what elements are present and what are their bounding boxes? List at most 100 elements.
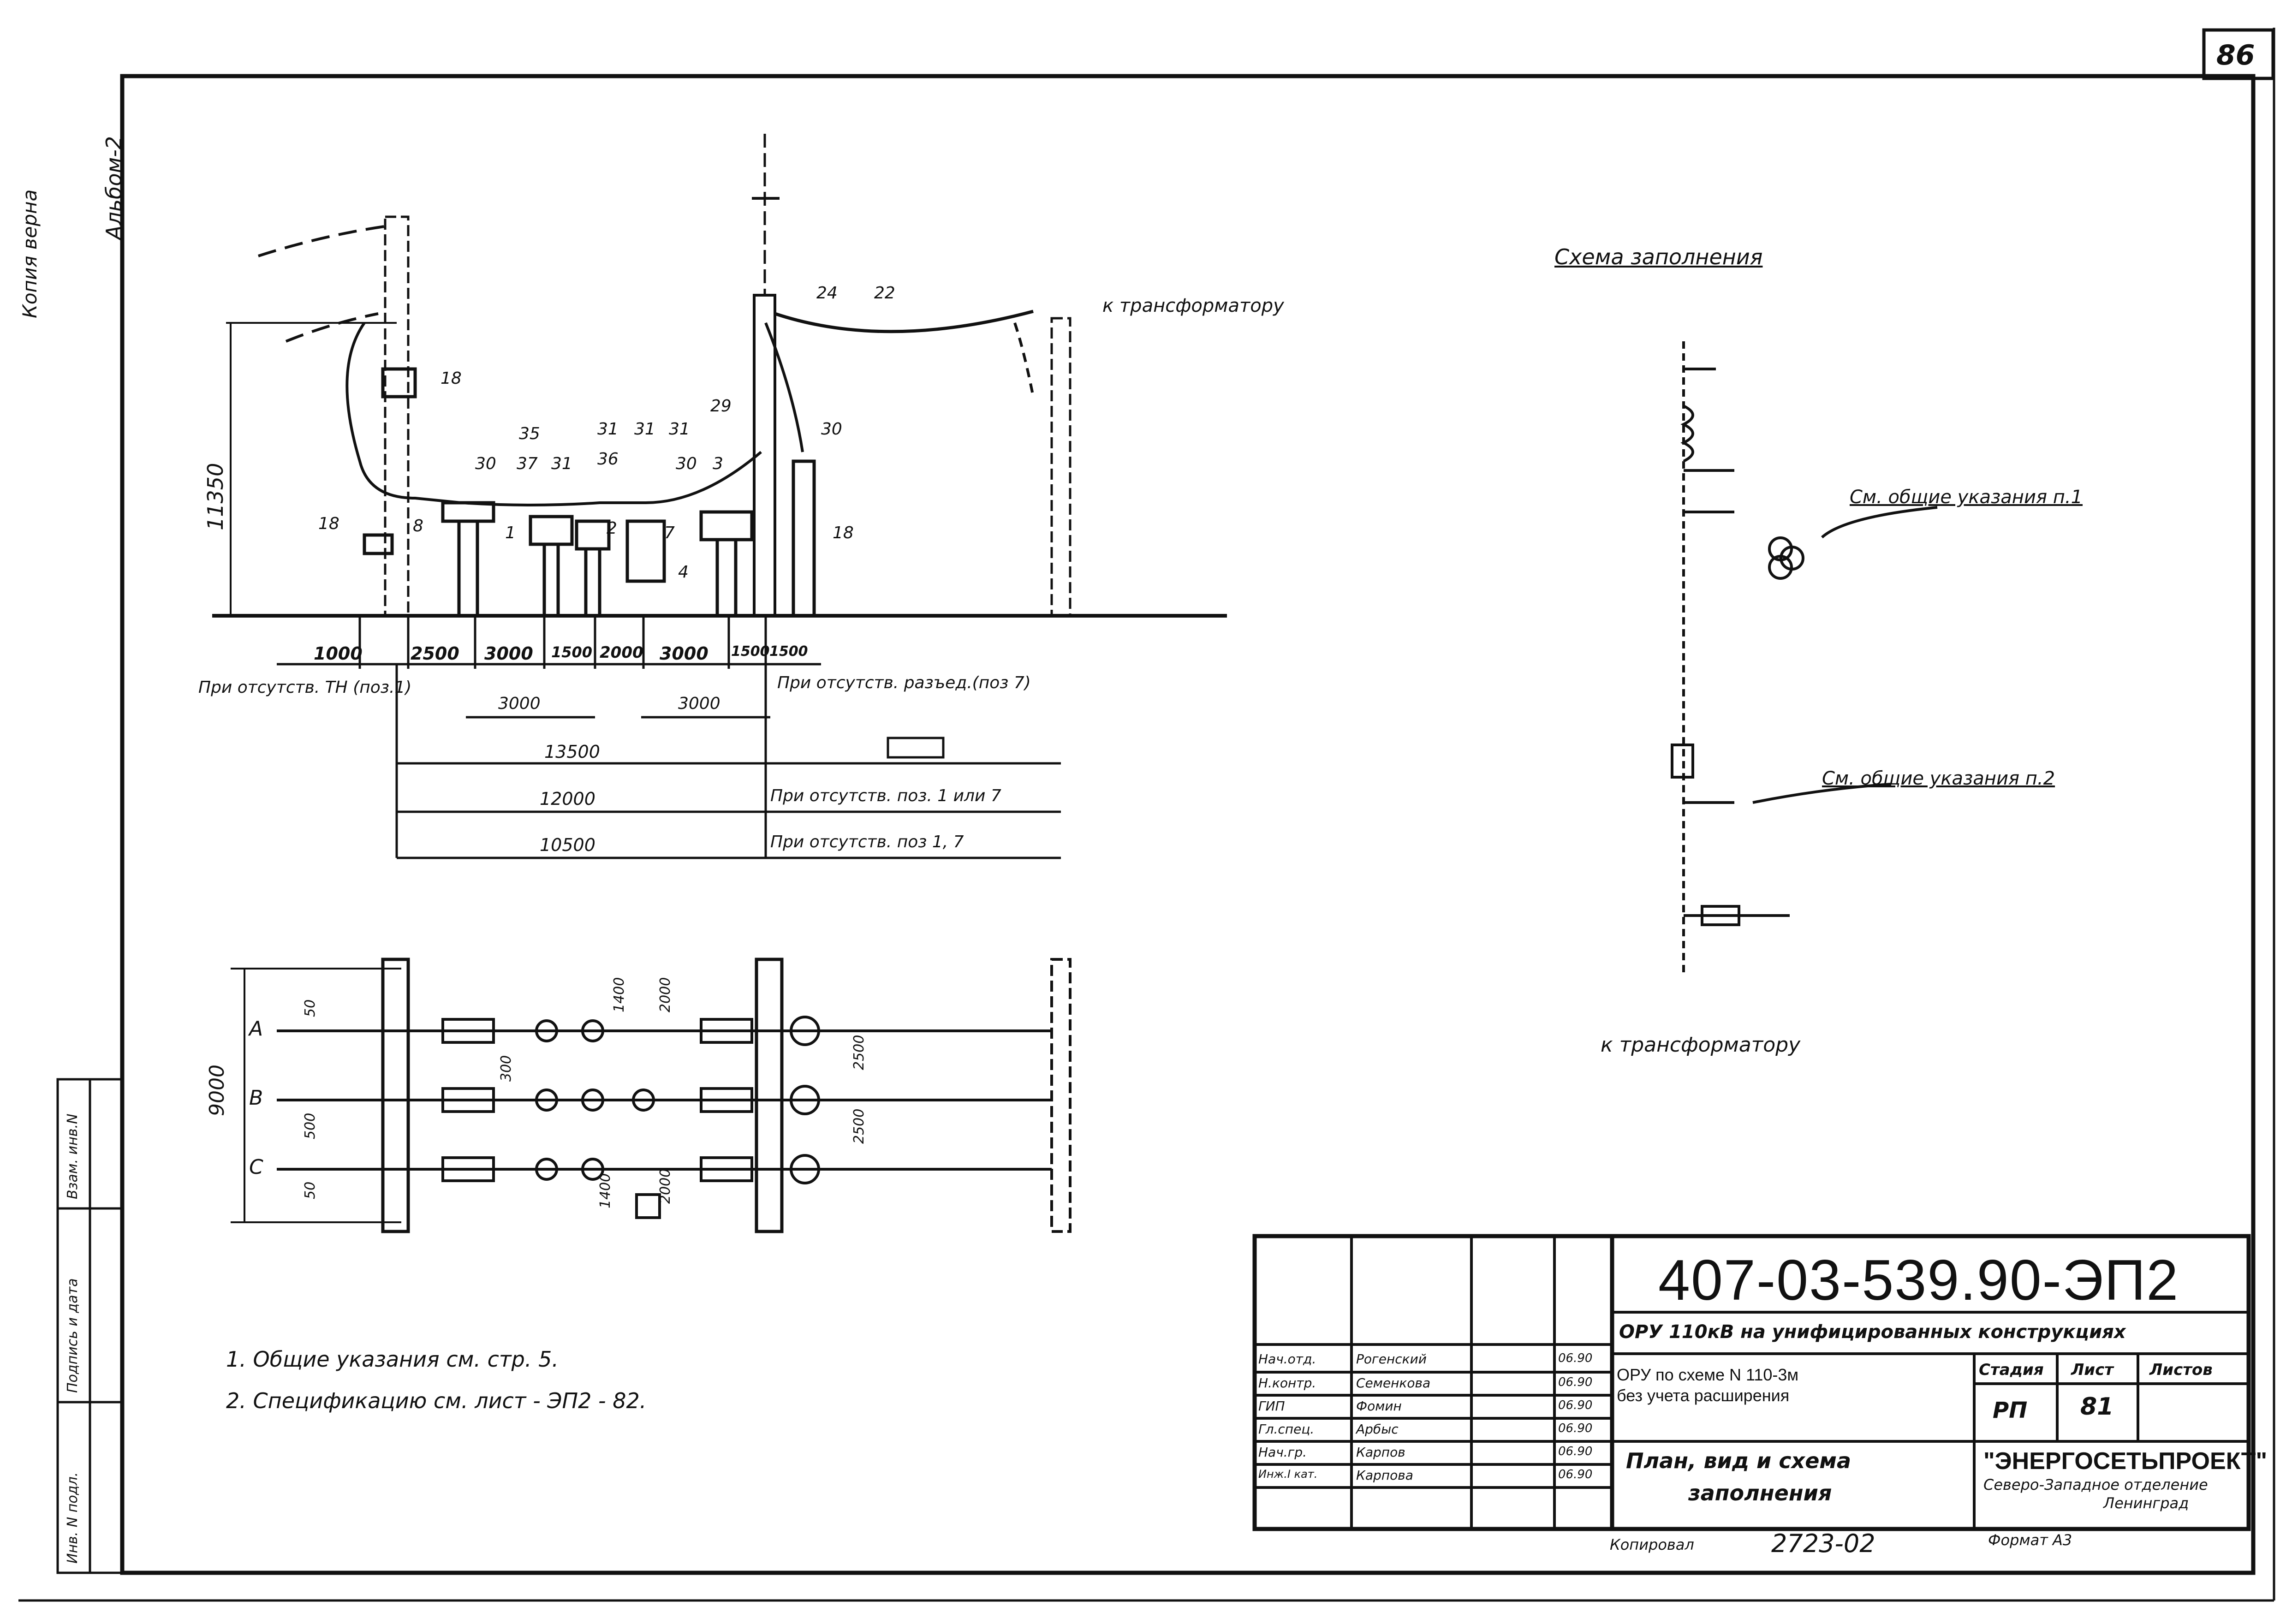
stamp-replaced-inv: Взам. инв.N bbox=[65, 1113, 81, 1199]
description-1: ОРУ по схеме N 110-3м bbox=[1617, 1365, 1799, 1384]
role-2: Н.контр. bbox=[1258, 1375, 1316, 1391]
sheet-header: Лист bbox=[2071, 1361, 2113, 1379]
note-no-disconnector: При отсутств. разъед.(поз 7) bbox=[777, 673, 1031, 692]
pos-30-c: 30 bbox=[821, 420, 842, 439]
pos-31-c: 31 bbox=[634, 420, 655, 439]
pos-31-d: 31 bbox=[669, 420, 690, 439]
pos-30-b: 30 bbox=[676, 454, 697, 473]
elevation-view bbox=[212, 134, 1227, 859]
title-block-grid bbox=[1252, 1234, 2251, 1531]
org-branch: Северо-Западное отделение bbox=[1983, 1476, 2208, 1493]
note-no-vt: При отсутств. ТН (поз.1) bbox=[198, 678, 412, 697]
plan-dim-1400-a: 1400 bbox=[611, 977, 627, 1012]
pos-31-a: 31 bbox=[551, 454, 572, 473]
pos-7: 7 bbox=[664, 523, 675, 542]
dim-2000: 2000 bbox=[600, 643, 643, 662]
format-label: Формат А3 bbox=[1988, 1531, 2072, 1549]
page-number-box bbox=[2202, 28, 2275, 80]
inventory-number: 2723-02 bbox=[1771, 1529, 1875, 1558]
page-number: 86 bbox=[2216, 39, 2255, 71]
pos-18-a: 18 bbox=[318, 514, 339, 533]
note-12000: При отсутств. поз. 1 или 7 bbox=[770, 786, 1001, 805]
scheme-title: Схема заполнения bbox=[1554, 244, 1763, 269]
dim-3000: 3000 bbox=[484, 643, 533, 664]
plan-dim-2500-b: 2500 bbox=[851, 1108, 867, 1144]
pos-1: 1 bbox=[505, 523, 516, 542]
dim-2500: 2500 bbox=[411, 643, 459, 664]
date-2: 06.90 bbox=[1558, 1375, 1593, 1389]
date-1: 06.90 bbox=[1558, 1351, 1593, 1365]
dim-10500: 10500 bbox=[540, 835, 595, 855]
dim-1500: 1500 bbox=[551, 643, 593, 661]
copied-label: Копировал bbox=[1610, 1536, 1694, 1553]
phase-b: B bbox=[249, 1086, 263, 1110]
date-6: 06.90 bbox=[1558, 1468, 1593, 1481]
sheet-title-2: заполнения bbox=[1688, 1481, 1832, 1505]
sheets-header: Листов bbox=[2149, 1361, 2213, 1379]
plan-dim-2500-a: 2500 bbox=[851, 1035, 867, 1070]
name-6: Карпова bbox=[1356, 1468, 1413, 1483]
note-10500: При отсутств. поз 1, 7 bbox=[770, 833, 964, 851]
plan-view bbox=[231, 958, 1072, 1233]
pos-8: 8 bbox=[413, 517, 423, 535]
dim-3000-b: 3000 bbox=[660, 643, 708, 664]
height-dimension: 11350 bbox=[203, 463, 228, 530]
pos-29: 29 bbox=[710, 397, 732, 416]
stamp-inv-no: Инв. N подл. bbox=[65, 1472, 81, 1564]
dim-1000: 1000 bbox=[314, 643, 363, 664]
pos-18-c: 18 bbox=[833, 523, 854, 542]
date-4: 06.90 bbox=[1558, 1422, 1593, 1435]
document-code: 407-03-539.90-ЭП2 bbox=[1658, 1249, 2179, 1312]
plan-dim-2000-a: 2000 bbox=[657, 977, 673, 1012]
dim-1500-b: 1500 bbox=[731, 643, 770, 660]
date-3: 06.90 bbox=[1558, 1398, 1593, 1412]
description-2: без учета расширения bbox=[1617, 1386, 1790, 1405]
name-2: Семенкова bbox=[1356, 1375, 1431, 1391]
stage-value: РП bbox=[1993, 1398, 2028, 1423]
plan-dim-50-b: 50 bbox=[302, 1181, 318, 1199]
object-name: ОРУ 110кВ на унифицированных конструкция… bbox=[1619, 1321, 2126, 1343]
note-2: 2. Спецификацию см. лист - ЭП2 - 82. bbox=[226, 1388, 647, 1413]
org-name: "ЭНЕРГОСЕТЬПРОЕКТ" bbox=[1983, 1448, 2268, 1475]
role-1: Нач.отд. bbox=[1258, 1351, 1316, 1367]
sheet-value: 81 bbox=[2080, 1393, 2114, 1421]
single-line-scheme bbox=[1671, 341, 1938, 973]
pos-3: 3 bbox=[713, 454, 723, 473]
dim-1500-c: 1500 bbox=[769, 643, 808, 660]
pos-22: 22 bbox=[874, 284, 895, 303]
inner-frame bbox=[120, 74, 2256, 1575]
stamp-signature-date: Подпись и дата bbox=[65, 1278, 81, 1393]
stage-header: Стадия bbox=[1979, 1361, 2044, 1379]
pos-35: 35 bbox=[519, 424, 540, 443]
sheet-title-1: План, вид и схема bbox=[1626, 1448, 1851, 1473]
role-6: Инж.I кат. bbox=[1258, 1468, 1318, 1481]
phase-a: A bbox=[249, 1017, 263, 1041]
pos-18-b: 18 bbox=[441, 369, 462, 388]
scheme-note-1: См. общие указания п.1 bbox=[1850, 487, 2083, 508]
pos-24: 24 bbox=[816, 284, 838, 303]
plan-width-dim: 9000 bbox=[205, 1065, 229, 1116]
dim-13500: 13500 bbox=[544, 742, 600, 762]
plan-dim-300: 300 bbox=[498, 1055, 514, 1082]
album-label: Альбом-2 bbox=[101, 136, 126, 240]
pos-37: 37 bbox=[517, 454, 538, 473]
name-1: Рогенский bbox=[1356, 1351, 1427, 1367]
date-5: 06.90 bbox=[1558, 1445, 1593, 1458]
scheme-note-2: См. общие указания п.2 bbox=[1822, 768, 2055, 789]
name-3: Фомин bbox=[1356, 1398, 1402, 1414]
to-transformer-elev: к трансформатору bbox=[1102, 295, 1284, 316]
portal-left bbox=[384, 215, 410, 617]
plan-dim-500: 500 bbox=[302, 1112, 318, 1139]
plan-dim-50-a: 50 bbox=[302, 999, 318, 1017]
name-4: Арбыс bbox=[1356, 1422, 1399, 1437]
dim-12000: 12000 bbox=[540, 789, 595, 809]
plan-dim-1400-b: 1400 bbox=[597, 1173, 613, 1208]
org-city: Ленинград bbox=[2103, 1494, 2189, 1512]
role-5: Нач.гр. bbox=[1258, 1445, 1307, 1460]
phase-c: C bbox=[249, 1155, 263, 1179]
note-1: 1. Общие указания см. стр. 5. bbox=[226, 1347, 559, 1372]
plan-dim-2000-b: 2000 bbox=[657, 1168, 673, 1204]
copy-note: Копия верна bbox=[18, 189, 41, 318]
